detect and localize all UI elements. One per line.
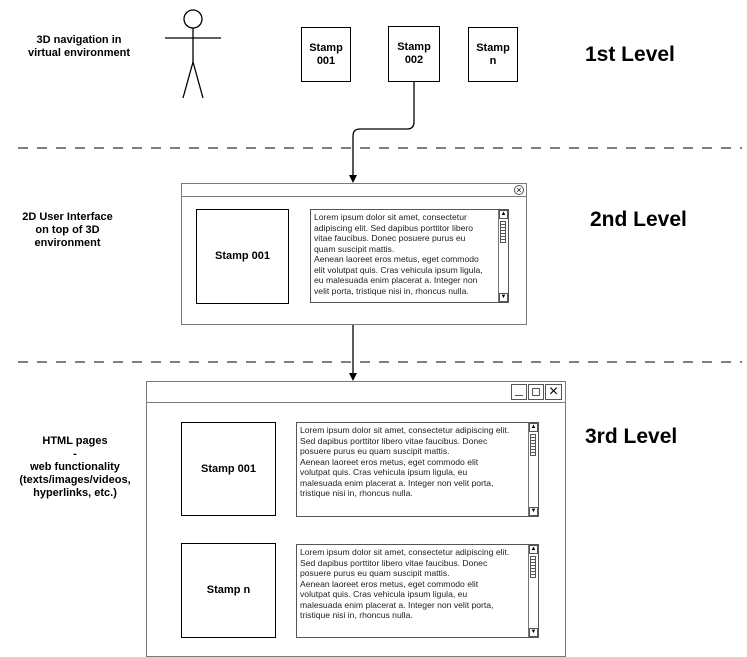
- html-text-content: Lorem ipsum dolor sit amet, consectetur …: [300, 425, 510, 498]
- html-stamp-001[interactable]: Stamp 001: [181, 422, 276, 516]
- label-2d-user-interface: 2D User Interface on top of 3D environme…: [22, 211, 113, 249]
- level-3-title: 3rd Level: [585, 425, 678, 448]
- scroll-thumb[interactable]: [500, 221, 506, 243]
- scroll-up-icon[interactable]: ▲: [499, 210, 508, 219]
- level-2-title: 2nd Level: [590, 208, 687, 231]
- html-scrollbar-1[interactable]: ▲ ▼: [528, 423, 538, 516]
- stick-figure-icon: [165, 9, 221, 99]
- maximize-icon[interactable]: [528, 384, 544, 400]
- ui-scrollbar[interactable]: ▲ ▼: [498, 210, 508, 302]
- ui-window: × Stamp 001 Lorem ipsum dolor sit amet, …: [181, 183, 527, 325]
- scroll-thumb[interactable]: [530, 556, 536, 578]
- html-stamp-n[interactable]: Stamp n: [181, 543, 276, 638]
- scroll-up-icon[interactable]: ▲: [529, 423, 538, 432]
- html-text-content: Lorem ipsum dolor sit amet, consectetur …: [300, 547, 510, 620]
- arrowhead-ui: [349, 175, 357, 183]
- scroll-down-icon[interactable]: ▼: [499, 293, 508, 302]
- close-icon[interactable]: ×: [545, 384, 562, 400]
- scroll-thumb[interactable]: [530, 434, 536, 456]
- html-text-panel-1[interactable]: Lorem ipsum dolor sit amet, consectetur …: [296, 422, 539, 517]
- ui-window-titlebar: [182, 184, 526, 197]
- html-window-titlebar: [147, 382, 565, 403]
- arrow-stamp002-to-ui: [352, 82, 415, 176]
- html-window: × Stamp 001 Lorem ipsum dolor sit amet, …: [146, 381, 566, 657]
- scroll-down-icon[interactable]: ▼: [529, 507, 538, 516]
- scroll-down-icon[interactable]: ▼: [529, 628, 538, 637]
- html-scrollbar-2[interactable]: ▲ ▼: [528, 545, 538, 637]
- ui-text-content: Lorem ipsum dolor sit amet, consectetur …: [314, 212, 483, 296]
- label-html-pages: HTML pages - web functionality (texts/im…: [19, 435, 131, 499]
- arrowhead-html: [349, 373, 357, 381]
- scroll-up-icon[interactable]: ▲: [529, 545, 538, 554]
- html-text-panel-2[interactable]: Lorem ipsum dolor sit amet, consectetur …: [296, 544, 539, 638]
- minimize-icon[interactable]: [511, 384, 527, 400]
- label-3d-navigation: 3D navigation in virtual environment: [27, 34, 131, 59]
- ui-stamp-001[interactable]: Stamp 001: [196, 209, 289, 304]
- close-icon[interactable]: ×: [514, 185, 524, 195]
- level-1-title: 1st Level: [585, 43, 675, 66]
- ui-text-panel[interactable]: Lorem ipsum dolor sit amet, consectetur …: [310, 209, 509, 303]
